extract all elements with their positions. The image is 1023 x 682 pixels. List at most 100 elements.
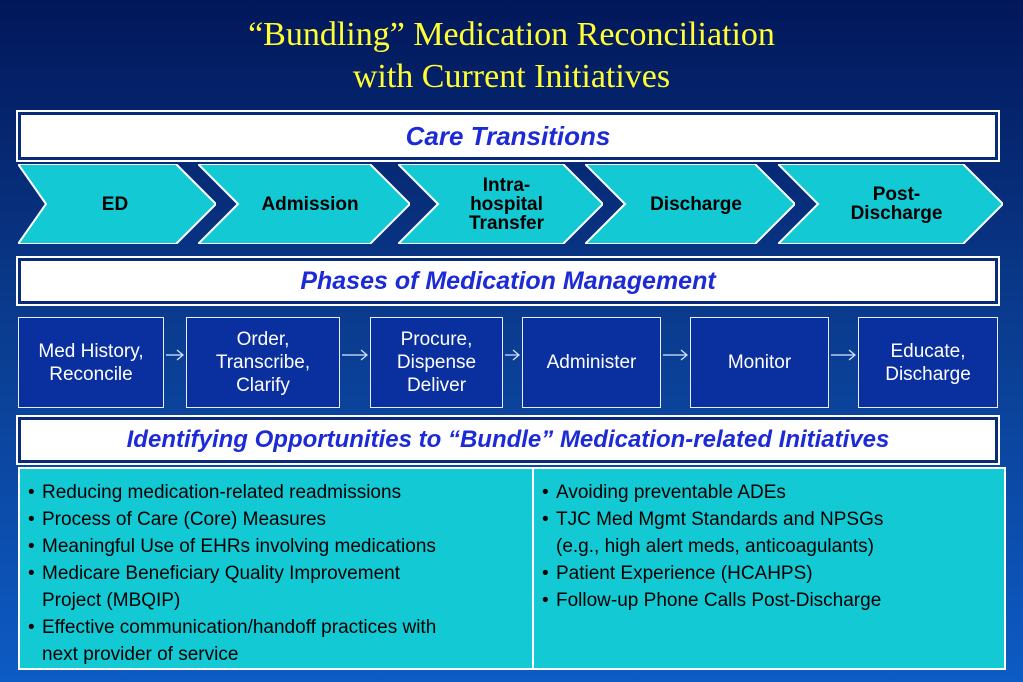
chevron-label-line: hospital (470, 193, 543, 215)
slide-title: “Bundling” Medication Reconciliation wit… (0, 14, 1023, 98)
phase-label-line: Transcribe, (215, 352, 311, 373)
flow-arrow-icon (831, 349, 856, 361)
list-item-line: Medicare Beneficiary Quality Improvement (42, 563, 400, 584)
list-item: • Meaningful Use of EHRs involving medica… (28, 533, 524, 560)
chevron-polygon (778, 164, 1003, 244)
opportunities-left-column: • Reducing medication-related readmission… (20, 469, 534, 668)
phase-box: Med History,Reconcile (18, 317, 164, 408)
chevron-shape (585, 164, 795, 244)
list-item-line: Reducing medication-related readmissions (42, 482, 402, 503)
chevron-label-line: Discharge (850, 203, 943, 224)
list-item-line: Follow-up Phone Calls Post-Discharge (556, 590, 882, 611)
list-item-text: Avoiding preventable ADEs (556, 479, 996, 506)
list-item: • Avoiding preventable ADEs (542, 479, 996, 506)
list-item-text: Patient Experience (HCAHPS) (556, 560, 996, 587)
phase-box: Administer (522, 317, 661, 408)
phase-label-line: Monitor (727, 352, 792, 373)
bullet-icon: • (28, 617, 35, 638)
list-item-text: Process of Care (Core) Measures (42, 506, 524, 533)
chevron-step: Discharge (585, 164, 795, 244)
list-item: • Medicare Beneficiary Quality Improvemen… (28, 560, 524, 614)
bullet-icon: • (28, 482, 35, 503)
chevron-polygon (398, 164, 603, 244)
opportunities-label: Identifying Opportunities to “Bundle” Me… (126, 426, 890, 453)
list-item-line: Meaningful Use of EHRs involving medicat… (42, 536, 436, 557)
chevron-shape (778, 164, 1003, 244)
chevron-shape (18, 164, 216, 244)
phase-label-line: Discharge (885, 363, 971, 385)
bullet-icon: • (542, 590, 549, 611)
chevron-label-line: ED (101, 193, 129, 215)
chevron-label-line: Transfer (469, 212, 544, 234)
flow-arrow-icon (166, 349, 184, 361)
list-item-text: Meaningful Use of EHRs involving medicat… (42, 533, 524, 560)
flow-arrow-icon (663, 349, 688, 361)
list-item-line: (e.g., high alert meds, anticoagulants) (556, 536, 874, 557)
phase-label-line: Dispense (396, 352, 477, 373)
chevron-label-line: Discharge (650, 193, 742, 215)
list-item-line: Project (MBQIP) (42, 590, 181, 611)
list-item-text: Medicare Beneficiary Quality Improvement… (42, 560, 524, 614)
list-item: • Effective communication/handoff practic… (28, 614, 524, 668)
list-item-line: TJC Med Mgmt Standards and NPSGs (556, 509, 884, 530)
flow-arrow-icon (342, 349, 368, 361)
phases-label: Phases of Medication Management (300, 266, 716, 295)
chevron-label-line: Post- (872, 184, 921, 205)
chevron-label: ED (42, 164, 188, 244)
list-item-line: Avoiding preventable ADEs (556, 482, 786, 503)
phase-box: Monitor (690, 317, 829, 408)
phase-label-line: Order, (236, 329, 290, 350)
chevron-shape (398, 164, 603, 244)
list-item: • Patient Experience (HCAHPS) (542, 560, 996, 587)
list-item-text: Follow-up Phone Calls Post-Discharge (556, 587, 996, 614)
care-transitions-heading: Care Transitions (18, 112, 998, 160)
list-item: • Follow-up Phone Calls Post-Discharge (542, 587, 996, 614)
chevron-label-line: Admission (261, 193, 359, 215)
chevron-label-line: Intra- (482, 174, 531, 196)
title-line-1: “Bundling” Medication Reconciliation (248, 16, 775, 53)
phase-label-line: Administer (546, 352, 637, 373)
chevron-step: Admission (198, 164, 410, 244)
list-item-line: Process of Care (Core) Measures (42, 509, 327, 530)
chevron-step: Post-Discharge (778, 164, 1003, 244)
list-item: • Reducing medication-related readmission… (28, 479, 524, 506)
phase-box: Order,Transcribe,Clarify (186, 317, 340, 408)
bullet-icon: • (542, 509, 549, 530)
phase-label-line: Med History, (38, 340, 144, 362)
phase-label-line: Procure, (400, 329, 473, 350)
title-line-2: with Current Initiatives (352, 58, 671, 95)
opportunities-table: • Reducing medication-related readmission… (18, 467, 1006, 670)
bullet-icon: • (542, 563, 549, 584)
phase-label-line: Deliver (406, 375, 467, 396)
phase-label-line: Reconcile (49, 363, 133, 385)
phases-heading: Phases of Medication Management (18, 258, 998, 304)
bullet-icon: • (542, 482, 549, 503)
chevron-label: Admission (238, 164, 382, 244)
list-item-line: Effective communication/handoff practice… (42, 617, 437, 638)
bullet-icon: • (28, 563, 35, 584)
phase-label-line: Clarify (236, 375, 290, 396)
list-item: • Process of Care (Core) Measures (28, 506, 524, 533)
opportunities-heading: Identifying Opportunities to “Bundle” Me… (18, 417, 998, 463)
list-item: • TJC Med Mgmt Standards and NPSGs (e.g., … (542, 506, 996, 560)
bullet-icon: • (28, 536, 35, 557)
list-item-text: Effective communication/handoff practice… (42, 614, 524, 668)
phase-box: Educate,Discharge (858, 317, 998, 408)
chevron-polygon (198, 164, 410, 244)
bullet-icon: • (28, 509, 35, 530)
chevron-polygon (18, 164, 216, 244)
chevron-polygon (585, 164, 795, 244)
chevron-shape (198, 164, 410, 244)
opportunities-right-column: • Avoiding preventable ADEs • TJC Med Mgmt … (534, 469, 1004, 668)
flow-arrow-icon (505, 349, 520, 361)
list-item-text: TJC Med Mgmt Standards and NPSGs (e.g., h… (556, 506, 996, 560)
list-item-text: Reducing medication-related readmissions (42, 479, 524, 506)
list-item-line: Patient Experience (HCAHPS) (556, 563, 813, 584)
chevron-label: Post-Discharge (818, 164, 975, 244)
chevron-label: Discharge (625, 164, 767, 244)
list-item-line: next provider of service (42, 644, 239, 665)
